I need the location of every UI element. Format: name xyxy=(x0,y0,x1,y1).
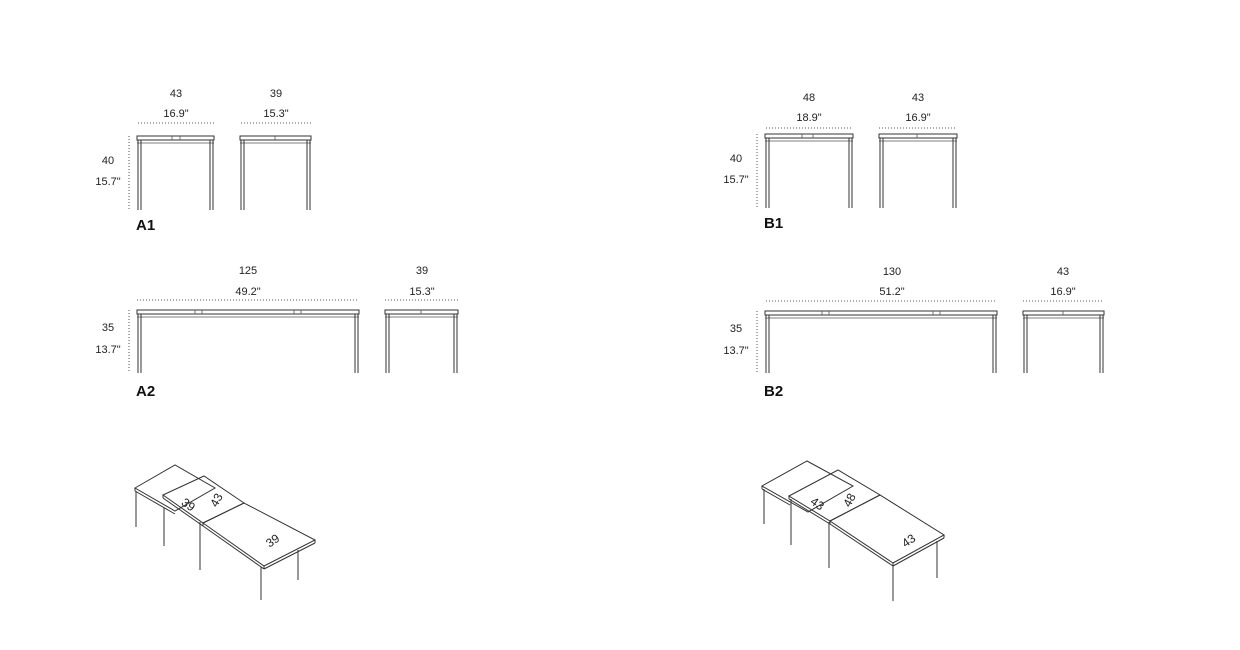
isometric-set-b: 43 48 43 xyxy=(760,460,945,601)
a1-table1-elevation xyxy=(136,135,215,210)
b1-table1-width-in: 18.9" xyxy=(796,112,821,124)
a2-height-in: 13.7" xyxy=(95,344,120,356)
iso-a-table-back xyxy=(133,464,217,546)
a1-table2-width-cm: 39 xyxy=(270,88,282,100)
b1-table2-width-cm: 43 xyxy=(912,92,924,104)
a2-height-cm: 35 xyxy=(102,322,114,334)
b1-table2-elevation xyxy=(878,133,958,208)
iso-b-table-back xyxy=(760,460,855,524)
iso-a-table-front xyxy=(202,502,317,600)
b2-label: B2 xyxy=(764,383,783,400)
a2-label: A2 xyxy=(136,383,155,400)
a2-table2-elevation xyxy=(384,309,459,373)
b1-table1-elevation xyxy=(764,133,854,208)
a2-table1-width-cm: 125 xyxy=(239,265,257,277)
a1-label: A1 xyxy=(136,217,155,234)
iso-b-table-front xyxy=(829,494,945,601)
a1-height-cm: 40 xyxy=(102,155,114,167)
a1-table2-elevation xyxy=(239,135,312,210)
a2-table2-width-in: 15.3" xyxy=(409,286,434,298)
iso-b-label-2: 48 xyxy=(840,491,859,510)
variant-b2: 130 51.2" 43 16.9" 35 13.7" xyxy=(723,266,1105,400)
b2-table1-elevation xyxy=(764,310,998,373)
a2-table1-elevation xyxy=(136,309,360,373)
iso-b-label-3: 43 xyxy=(899,531,918,550)
a1-height-in: 15.7" xyxy=(95,176,120,188)
b2-table1-width-cm: 130 xyxy=(883,266,901,278)
variant-a1: 43 16.9" 39 15.3" 40 15.7" A1 xyxy=(95,88,312,234)
b2-height-in: 13.7" xyxy=(723,345,748,357)
iso-a-label-3: 39 xyxy=(263,531,282,550)
variant-b1: 48 18.9" 43 16.9" 40 15.7" B1 xyxy=(723,92,958,232)
a1-table1-width-in: 16.9" xyxy=(163,108,188,120)
a1-table1-width-cm: 43 xyxy=(170,88,182,100)
b1-table2-width-in: 16.9" xyxy=(905,112,930,124)
iso-a-label-2: 43 xyxy=(207,491,226,510)
a1-table2-width-in: 15.3" xyxy=(263,108,288,120)
a2-table1-width-in: 49.2" xyxy=(235,286,260,298)
b1-height-in: 15.7" xyxy=(723,174,748,186)
b1-label: B1 xyxy=(764,215,783,232)
b2-table1-width-in: 51.2" xyxy=(879,286,904,298)
variant-a2: 125 49.2" 39 15.3" 35 13.7" xyxy=(95,265,459,400)
b2-height-cm: 35 xyxy=(730,323,742,335)
isometric-set-a: 39 43 39 xyxy=(133,464,317,600)
b1-table1-width-cm: 48 xyxy=(803,92,815,104)
b2-table2-width-cm: 43 xyxy=(1057,266,1069,278)
b2-table2-elevation xyxy=(1022,310,1105,373)
b1-height-cm: 40 xyxy=(730,153,742,165)
a2-table2-width-cm: 39 xyxy=(416,265,428,277)
b2-table2-width-in: 16.9" xyxy=(1050,286,1075,298)
